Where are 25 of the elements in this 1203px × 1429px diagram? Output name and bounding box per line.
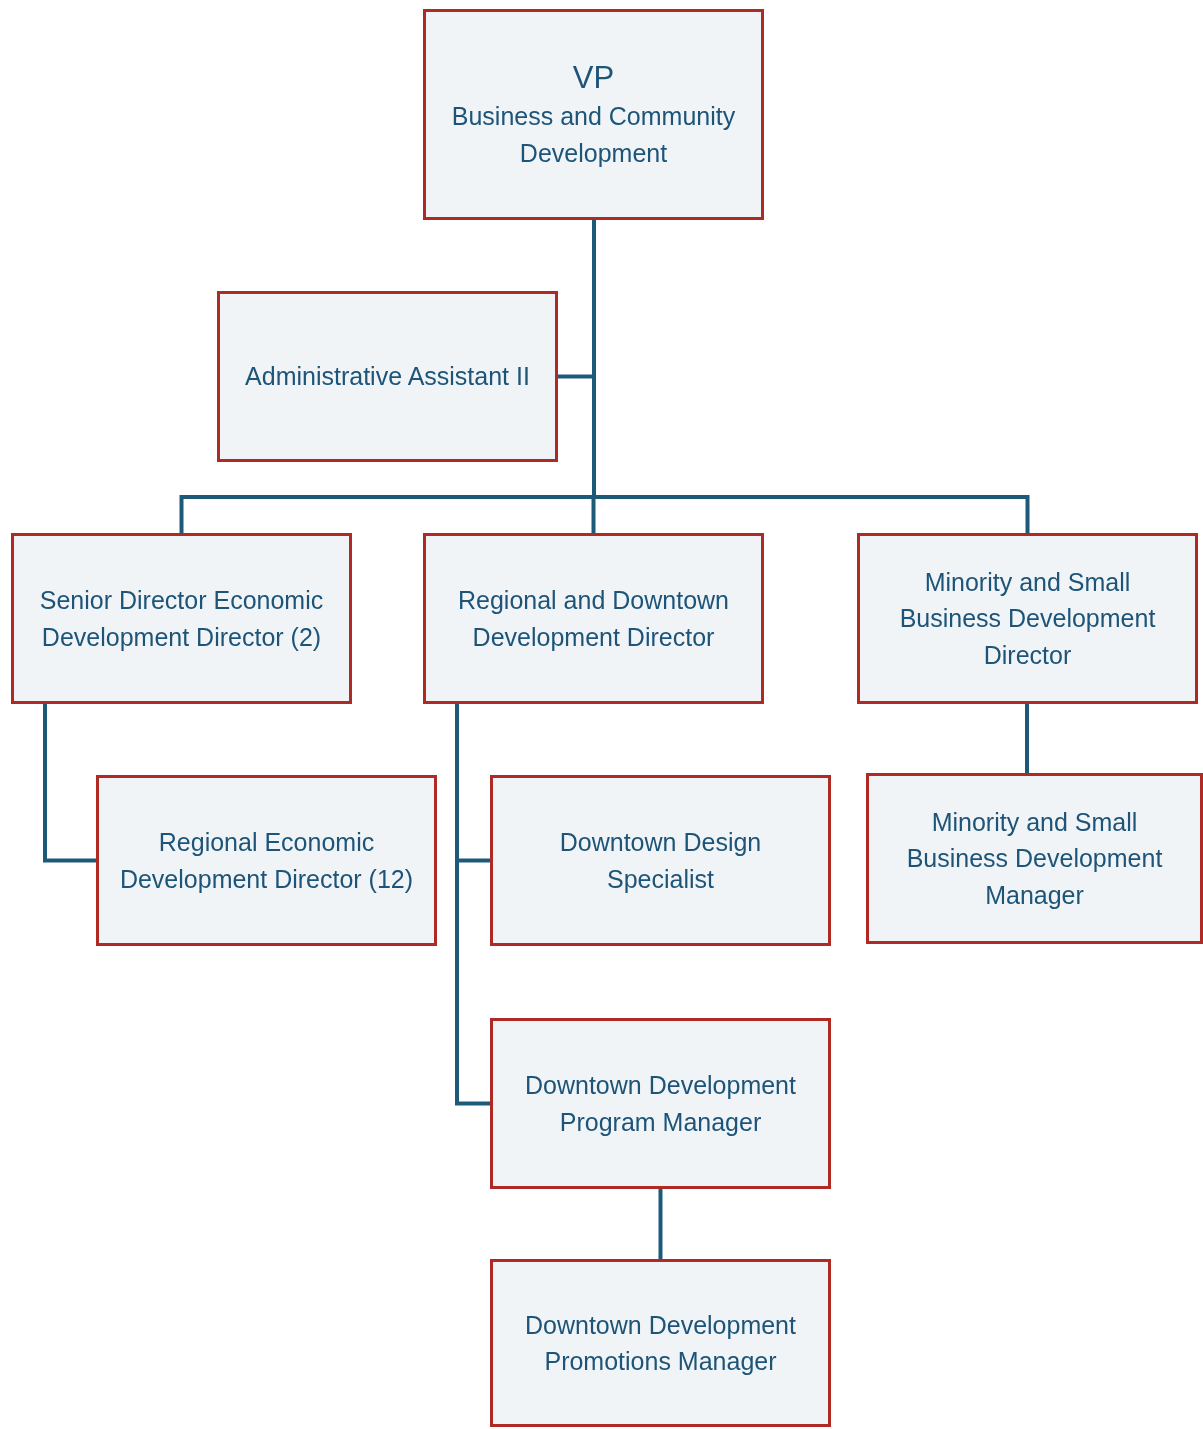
position-title: VP [572,59,615,98]
position-title: Administrative Assistant II [245,361,530,393]
position-box [217,291,558,462]
position-box [857,533,1198,704]
position-title: Downtown Development Program Manager [524,1070,797,1138]
position-box [490,1018,831,1189]
position-box [423,9,764,220]
position-box [490,1259,831,1427]
position-title: Minority and Small Business Development Director [898,567,1157,671]
connector-line [658,1189,663,1259]
connector-line [455,704,490,1106]
connector-line [43,704,96,863]
position-title: Downtown Development Promotions Manager [524,1309,797,1377]
position-title: Downtown Design Specialist [558,827,763,895]
position-box [866,773,1203,944]
position-box [490,775,831,946]
position-title: Business and Community Development [450,101,737,169]
position-box [96,775,437,946]
position-title: Senior Director Economic Development Director (2) [38,585,325,653]
position-title: Minority and Small Business Development Manager [905,807,1164,911]
connector-line [1025,704,1029,773]
position-box [11,533,352,704]
position-box [423,533,764,704]
position-title: Regional Economic Development Director (12) [118,827,415,895]
position-title: Regional and Downtown Development Director [457,585,730,653]
